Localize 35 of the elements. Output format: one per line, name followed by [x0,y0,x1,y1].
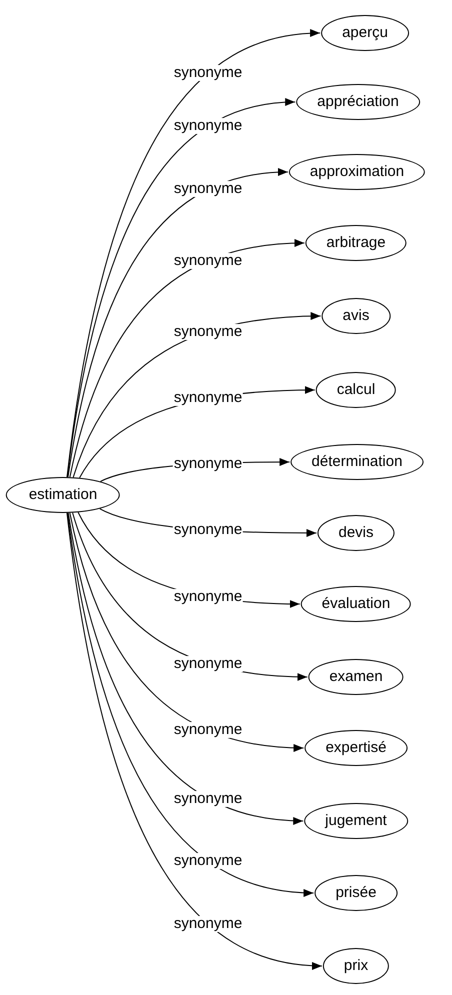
term-ellipse: jugement [304,803,408,839]
term-ellipse: aperçu [321,15,409,51]
edge-label: synonyme [172,656,244,672]
edge-label: synonyme [172,324,244,340]
edge-label: synonyme [172,118,244,134]
edge-label: synonyme [172,853,244,870]
arrow [69,239,305,478]
arrow [66,98,296,478]
edge-label: synonyme [172,790,244,807]
term-ellipse: prisée [314,875,398,911]
term-ellipse: examen [308,659,404,695]
term-ellipse: devis [317,515,395,551]
term-ellipse: avis [322,298,390,334]
term-ellipse: estimation [6,477,120,513]
arrow [68,512,304,824]
edge-label: synonyme [172,390,244,406]
arrow [69,512,304,752]
term-ellipse: expertisé [304,730,408,766]
term-ellipse: prix [322,948,390,984]
arrow [67,512,314,896]
edge-label: synonyme [172,916,244,932]
edge-label: synonyme [172,64,244,81]
edge-label: synonyme [172,588,244,605]
term-ellipse: appréciation [296,84,420,120]
edge-label: synonyme [172,722,244,738]
term-ellipse: évaluation [300,586,412,622]
arrow [68,168,288,478]
arrow [66,512,322,970]
term-ellipse: calcul [316,372,396,408]
edge-label: synonyme [172,181,244,198]
arrow [66,30,321,478]
term-ellipse: arbitrage [305,225,407,261]
term-ellipse: détermination [290,444,424,480]
edge-label: synonyme [172,252,244,269]
term-ellipse: approximation [288,154,426,190]
